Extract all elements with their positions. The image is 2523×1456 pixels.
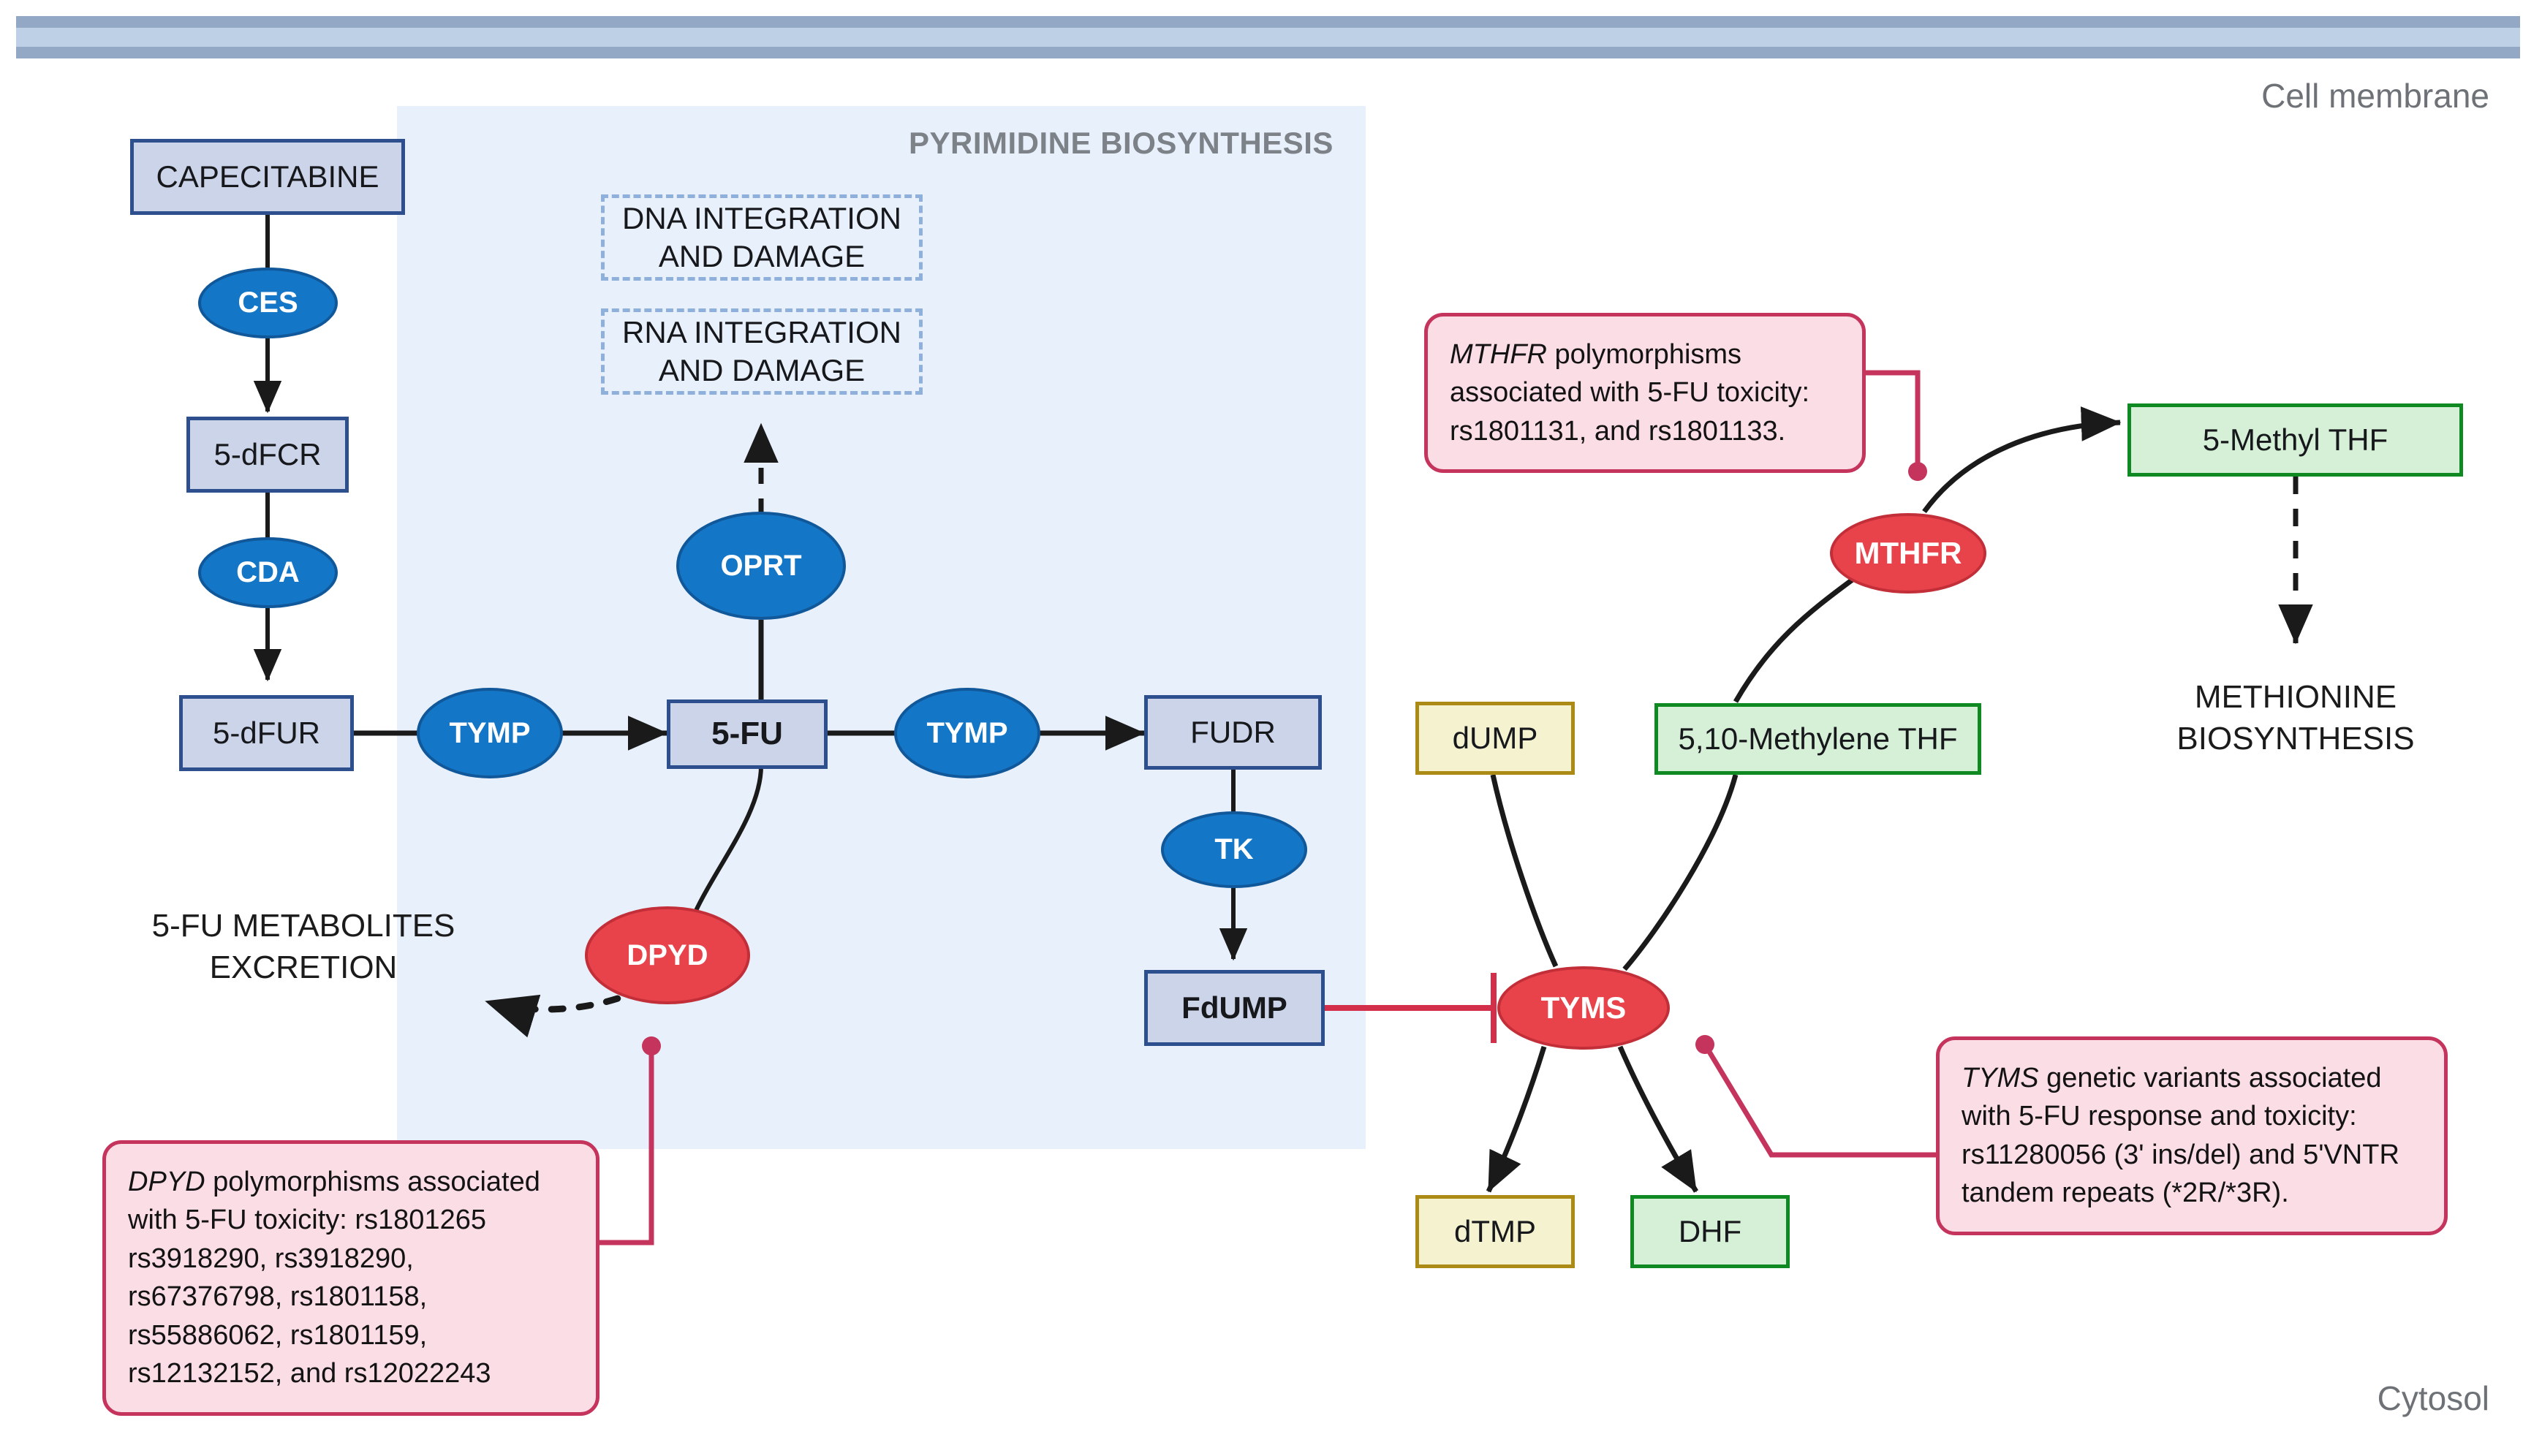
membrane-core	[16, 28, 2520, 47]
enzyme-tyms[interactable]: TYMS	[1497, 966, 1670, 1050]
note-tyms-variants[interactable]: TYMS genetic variants associated with 5-…	[1936, 1036, 2448, 1235]
cytosol-label: Cytosol	[2377, 1379, 2489, 1417]
enzyme-mthfr[interactable]: MTHFR	[1830, 513, 1986, 594]
outcome-rna-integration-damage: RNA INTEGRATION AND DAMAGE	[601, 308, 923, 395]
note-tyms-gene: TYMS	[1962, 1063, 2039, 1093]
enzyme-oprt[interactable]: OPRT	[676, 512, 846, 620]
note-dpyd-gene: DPYD	[128, 1167, 205, 1197]
node-5-fu[interactable]: 5-FU	[667, 699, 828, 769]
label-methionine-biosynthesis: METHIONINE BIOSYNTHESIS	[2113, 676, 2478, 759]
methionine-line-2: BIOSYNTHESIS	[2176, 721, 2415, 757]
membrane-inner-leaflet	[16, 47, 2520, 58]
node-dhf[interactable]: DHF	[1630, 1195, 1790, 1268]
pyrimidine-biosynthesis-title: PYRIMIDINE BIOSYNTHESIS	[909, 126, 1334, 160]
note-mthfr-polymorphisms[interactable]: MTHFR polymorphisms associated with 5-FU…	[1424, 313, 1866, 474]
note-tyms-body: genetic variants associated with 5-FU re…	[1962, 1063, 2399, 1209]
note-mthfr-gene: MTHFR	[1450, 339, 1547, 370]
excretion-line-1: 5-FU METABOLITES	[151, 908, 455, 944]
node-5-10-methylene-thf[interactable]: 5,10-Methylene THF	[1654, 703, 1981, 775]
note-dpyd-body: polymorphisms associated with 5-FU toxic…	[128, 1167, 540, 1389]
node-5-dfur[interactable]: 5-dFUR	[179, 695, 354, 771]
note-dpyd-polymorphisms[interactable]: DPYD polymorphisms associated with 5-FU …	[102, 1140, 599, 1416]
node-dtmp[interactable]: dTMP	[1415, 1195, 1575, 1268]
enzyme-tk[interactable]: TK	[1161, 811, 1307, 888]
node-5-methyl-thf[interactable]: 5-Methyl THF	[2127, 403, 2463, 477]
enzyme-ces[interactable]: CES	[198, 268, 338, 338]
cell-membrane-label: Cell membrane	[2261, 77, 2489, 115]
node-dump[interactable]: dUMP	[1415, 702, 1575, 775]
methionine-line-1: METHIONINE	[2194, 679, 2397, 715]
enzyme-dpyd[interactable]: DPYD	[585, 906, 750, 1004]
note-mthfr-body: polymorphisms associated with 5-FU toxic…	[1450, 339, 1810, 447]
node-5-dfcr[interactable]: 5-dFCR	[186, 417, 349, 493]
cell-membrane-bar	[16, 16, 2520, 58]
node-capecitabine[interactable]: CAPECITABINE	[130, 139, 405, 215]
excretion-line-2: EXCRETION	[209, 949, 398, 986]
outcome-dna-integration-damage: DNA INTEGRATION AND DAMAGE	[601, 194, 923, 281]
node-fdump[interactable]: FdUMP	[1144, 970, 1325, 1046]
label-5fu-metabolites-excretion: 5-FU METABOLITES EXCRETION	[146, 905, 461, 988]
enzyme-cda[interactable]: CDA	[198, 537, 338, 608]
enzyme-tymp-left[interactable]: TYMP	[417, 688, 563, 778]
enzyme-tymp-right[interactable]: TYMP	[894, 688, 1040, 778]
node-fudr[interactable]: FUDR	[1144, 695, 1322, 770]
membrane-outer-leaflet	[16, 16, 2520, 28]
